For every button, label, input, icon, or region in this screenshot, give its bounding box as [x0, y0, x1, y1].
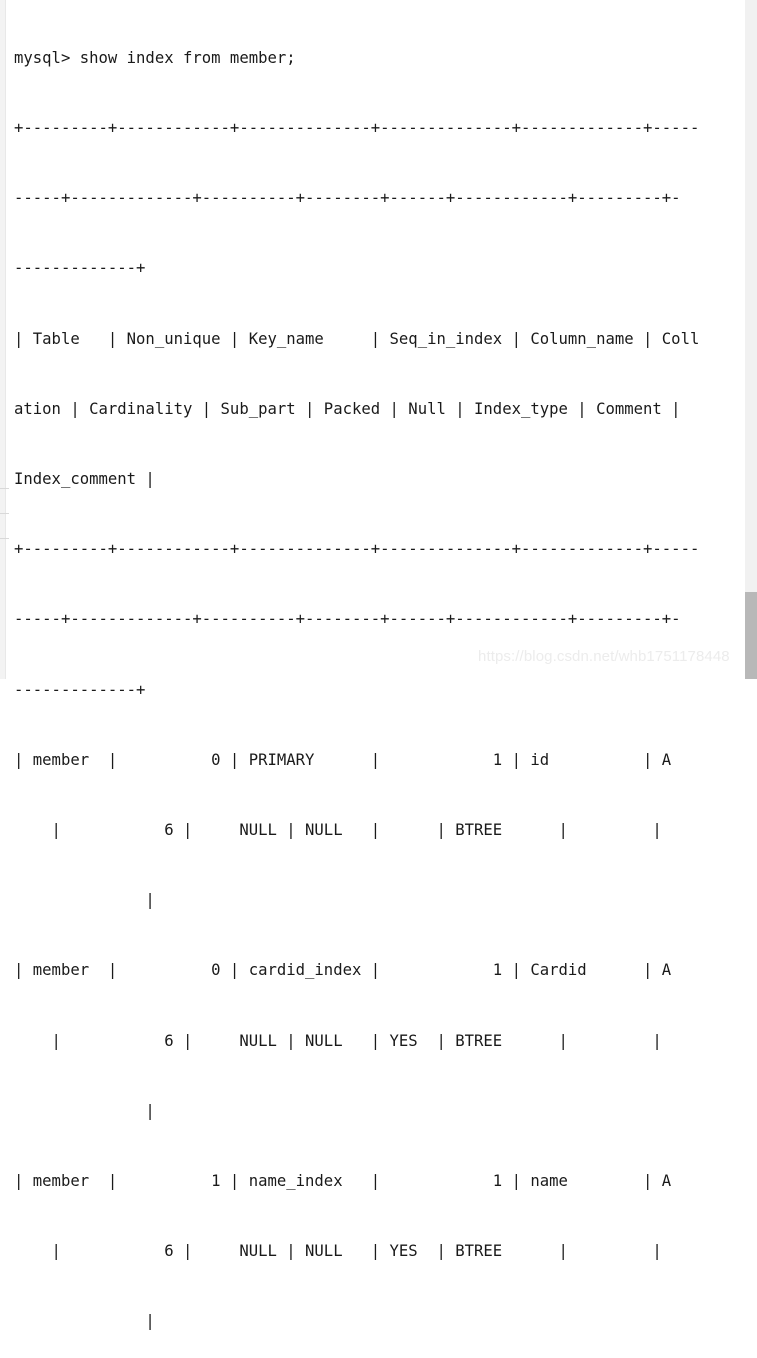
- table-row: | member | 1 | name_index | 1 | name | A: [14, 1172, 672, 1191]
- table-border-mid: -------------+: [14, 680, 146, 699]
- table-row: | member | 0 | cardid_index | 1 | Cardid…: [14, 961, 672, 980]
- left-edge-rail: [0, 0, 9, 679]
- table-border-top: -----+-------------+----------+--------+…: [14, 189, 681, 208]
- table-row: | 6 | NULL | NULL | YES | BTREE | |: [14, 1242, 662, 1261]
- table-row: | 6 | NULL | NULL | YES | BTREE | |: [14, 1031, 662, 1050]
- table-border-top: +---------+------------+--------------+-…: [14, 119, 700, 138]
- table-row: | 6 | NULL | NULL | | BTREE | |: [14, 821, 662, 840]
- table-row: | member | 0 | PRIMARY | 1 | id | A: [14, 750, 672, 769]
- prompt-line: mysql> show index from member;: [14, 48, 296, 67]
- vertical-scrollbar-thumb[interactable]: [745, 592, 757, 679]
- table-header-row: | Table | Non_unique | Key_name | Seq_in…: [14, 329, 700, 348]
- table-header-row: Index_comment |: [14, 470, 155, 489]
- table-row: |: [14, 891, 155, 910]
- table-row: |: [14, 1101, 155, 1120]
- left-rail-notch: [0, 538, 9, 539]
- table-row: |: [14, 1312, 155, 1331]
- left-rail-notch: [0, 488, 9, 489]
- table-border-top: -------------+: [14, 259, 146, 278]
- table-border-mid: +---------+------------+--------------+-…: [14, 540, 700, 559]
- terminal-output[interactable]: mysql> show index from member; +--------…: [14, 0, 742, 1358]
- vertical-scrollbar[interactable]: [745, 0, 757, 679]
- table-header-row: ation | Cardinality | Sub_part | Packed …: [14, 399, 681, 418]
- table-border-mid: -----+-------------+----------+--------+…: [14, 610, 681, 629]
- left-rail-notch: [0, 513, 9, 514]
- site-watermark: https://blog.csdn.net/whb1751178448: [478, 648, 730, 665]
